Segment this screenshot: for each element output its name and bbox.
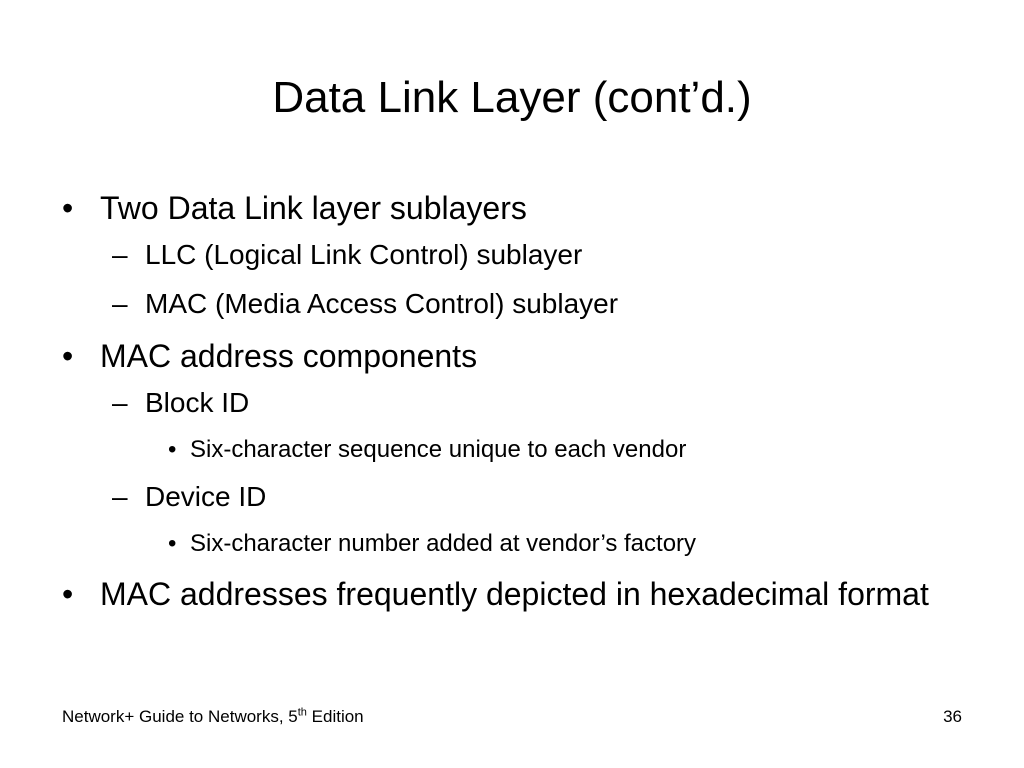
dash-marker: – [112, 387, 128, 418]
sub-bullet-text: MAC (Media Access Control) sublayer [145, 288, 619, 319]
slide-title: Data Link Layer (cont’d.) [272, 73, 752, 122]
bullet-text: MAC addresses frequently depicted in hex… [100, 576, 929, 612]
bullet-text: MAC address components [100, 338, 478, 374]
sub-sub-bullet-item: • Six-character number added at vendor’s… [56, 529, 976, 559]
bullet-list: • Two Data Link layer sublayers – LLC (L… [56, 188, 976, 624]
footer-source: Network+ Guide to Networks, 5th Edition [62, 706, 364, 728]
sub-bullet-text: Block ID [145, 387, 250, 418]
sub-sub-bullet-text: Six-character number added at vendor’s f… [190, 530, 697, 557]
sub-sub-bullet-text: Six-character sequence unique to each ve… [190, 436, 687, 463]
sub-bullet-item: – Block ID [56, 386, 976, 420]
dash-marker: – [112, 239, 128, 270]
page-number: 36 [943, 707, 962, 726]
footer-source-suffix: Edition [306, 707, 364, 726]
dash-marker: – [112, 481, 128, 512]
bullet-marker: • [62, 576, 74, 612]
small-bullet-marker: • [168, 530, 177, 557]
sub-bullet-item: – MAC (Media Access Control) sublayer [56, 287, 976, 321]
bullet-item: • MAC address components [56, 336, 976, 376]
sub-sub-bullet-item: • Six-character sequence unique to each … [56, 435, 976, 465]
bullet-item: • MAC addresses frequently depicted in h… [56, 574, 976, 614]
bullet-marker: • [62, 190, 74, 226]
bullet-item: • Two Data Link layer sublayers [56, 188, 976, 228]
bullet-text: Two Data Link layer sublayers [100, 190, 527, 226]
footer-source-prefix: Network+ Guide to Networks, 5 [62, 707, 298, 726]
bullet-marker: • [62, 338, 74, 374]
sub-bullet-text: LLC (Logical Link Control) sublayer [145, 239, 583, 270]
footer-source-superscript: th [297, 706, 307, 719]
sub-bullet-item: – LLC (Logical Link Control) sublayer [56, 238, 976, 272]
sub-bullet-item: – Device ID [56, 480, 976, 514]
sub-bullet-text: Device ID [145, 481, 267, 512]
dash-marker: – [112, 288, 128, 319]
small-bullet-marker: • [168, 436, 177, 463]
